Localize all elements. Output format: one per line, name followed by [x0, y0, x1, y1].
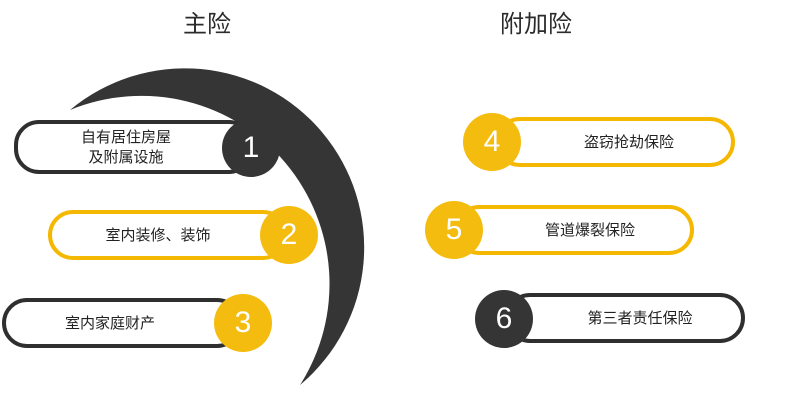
main-item-2-label: 室内装修、装饰: [105, 226, 211, 244]
main-item-1-label-line1: 自有居住房屋: [80, 128, 171, 146]
main-item-2-number: 2: [260, 206, 318, 264]
additional-item-4-number: 4: [463, 113, 521, 171]
additional-item-5-number: 5: [425, 201, 483, 259]
main-item-3-number: 3: [214, 294, 272, 352]
main-item-1-label-line2: 及附属设施: [88, 148, 164, 166]
main-item-2-pill: 室内装修、装饰: [48, 210, 288, 260]
additional-item-4-label: 盗窃抢劫保险: [583, 133, 674, 151]
main-insurance-title: 主险: [183, 10, 231, 38]
additional-item-4-pill: 盗窃抢劫保险: [495, 117, 735, 167]
main-item-1-number: 1: [222, 119, 280, 177]
additional-item-6-number: 6: [475, 290, 533, 348]
additional-item-5-label: 管道爆裂保险: [544, 221, 635, 239]
additional-item-5-pill: 管道爆裂保险: [454, 205, 694, 255]
main-item-1-label: 自有居住房屋 及附属设施: [81, 127, 171, 167]
main-item-1-pill: 自有居住房屋 及附属设施: [14, 120, 254, 174]
additional-item-6-label: 第三者责任保险: [587, 309, 693, 327]
main-item-3-pill: 室内家庭财产: [2, 298, 242, 348]
additional-insurance-title: 附加险: [500, 10, 572, 38]
main-item-3-label: 室内家庭财产: [64, 314, 155, 332]
main-crescent: [70, 68, 365, 385]
additional-item-6-pill: 第三者责任保险: [505, 293, 745, 343]
